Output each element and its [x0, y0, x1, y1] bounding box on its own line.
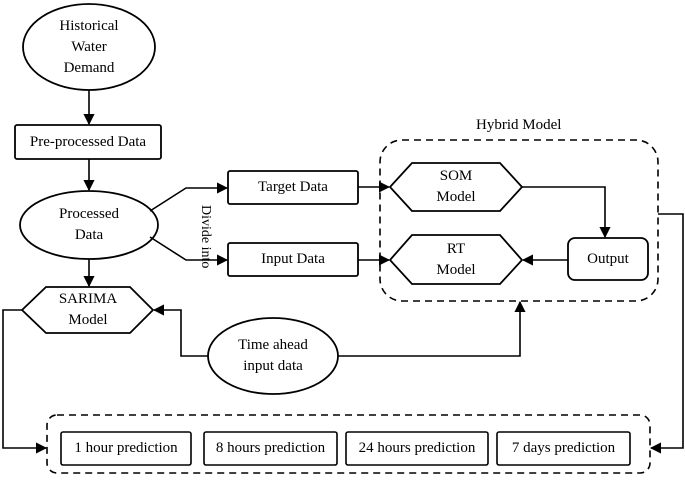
arrow-timeahead-to-hybrid	[338, 300, 526, 357]
arrow-sarima-to-predictions	[2, 309, 48, 454]
divide-into-label: Divide into	[198, 205, 213, 269]
prediction-box-2	[203, 431, 338, 466]
prediction-7-days: 7 days prediction	[511, 440, 616, 456]
arrow-processed-to-target	[149, 182, 229, 212]
output-label: Output	[587, 250, 629, 267]
prediction-box-3	[345, 431, 489, 466]
sarima-model-label: SARIMA Model	[58, 291, 118, 328]
historical-water-demand-label: Historical Water Demand	[59, 17, 119, 76]
arrow-processed-to-input	[149, 236, 229, 266]
processed-data-label: Processed Data	[59, 206, 119, 243]
hybrid-model-title: Hybrid Model	[476, 117, 562, 133]
preprocessed-data-label: Pre-processed Data	[29, 133, 147, 150]
arrow-timeahead-to-sarima	[152, 304, 208, 357]
target-data-label: Target Data	[258, 179, 328, 195]
input-data-label: Input Data	[261, 251, 325, 267]
time-ahead-input-label: Time ahead input data	[238, 337, 308, 374]
som-model-label: SOM Model	[436, 168, 476, 205]
prediction-box-4	[496, 431, 631, 466]
rt-model-label: RT Model	[436, 241, 476, 278]
prediction-8-hours: 8 hours prediction	[215, 440, 326, 456]
arrow-hybrid-to-predictions	[649, 213, 684, 454]
prediction-24-hours: 24 hours prediction	[358, 440, 476, 456]
prediction-1-hour: 1 hour prediction	[74, 440, 178, 456]
arrow-som-to-output	[522, 186, 611, 239]
hybrid-model-region	[379, 139, 659, 302]
prediction-box-1	[60, 431, 192, 466]
